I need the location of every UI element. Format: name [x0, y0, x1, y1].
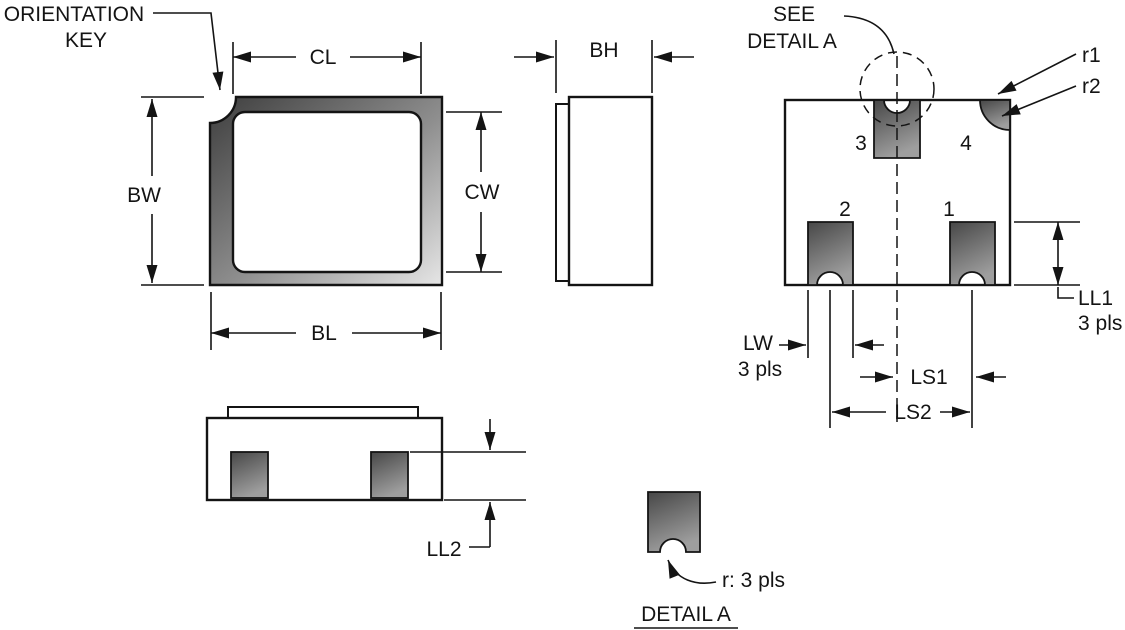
ll2-dimension: LL2 [410, 419, 526, 561]
pad-4-number: 4 [960, 132, 972, 155]
see-detail-callout: SEE DETAIL A [747, 3, 895, 55]
r2-leader-arrow [1001, 85, 1077, 117]
bl-dimension: BL [210, 292, 442, 350]
cw-label: CW [465, 181, 500, 204]
see-detail-label-line2: DETAIL A [747, 30, 837, 53]
orientation-key-callout: ORIENTATION KEY [4, 3, 224, 91]
pad-2-number: 2 [839, 198, 851, 221]
r1-leader-arrow [997, 53, 1077, 95]
detail-a-title: DETAIL A [641, 603, 731, 626]
see-detail-leader-line [843, 15, 895, 55]
see-detail-label-line1: SEE [773, 3, 815, 26]
cl-dimension: CL [232, 42, 422, 94]
front-view: LL2 [205, 406, 526, 561]
detail-a-radius-leader-arrow [667, 559, 717, 584]
bh-label: BH [589, 39, 618, 62]
lw-label: LW [743, 332, 773, 355]
package-lid-side [555, 103, 570, 282]
r1-callout: r1 [997, 44, 1101, 95]
r2-callout: r2 [1001, 75, 1101, 117]
ll2-label: LL2 [426, 538, 461, 561]
orientation-key-leader-arrow [153, 12, 224, 91]
orientation-key-label-line1: ORIENTATION [4, 3, 144, 26]
ls1-label: LS1 [910, 366, 947, 389]
bw-dimension: BW [127, 96, 204, 286]
ll1-leader-line [1057, 287, 1074, 299]
orientation-key-label-line2: KEY [65, 29, 107, 52]
lw-qty-label: 3 pls [738, 358, 782, 381]
ll1-qty-label: 3 pls [1078, 312, 1122, 335]
cl-label: CL [310, 46, 337, 69]
front-pad-left [230, 451, 269, 499]
r2-label: r2 [1082, 75, 1101, 98]
detail-a-pad-shape [647, 491, 701, 553]
front-pad-right [370, 451, 409, 499]
pad-2-shape [807, 221, 854, 286]
bw-label: BW [127, 184, 161, 207]
ls2-label: LS2 [894, 401, 931, 424]
top-view: ORIENTATION KEY CL BW CW [4, 3, 502, 350]
side-view: BH [514, 39, 694, 287]
lw-dimension: LW 3 pls [738, 290, 884, 381]
bl-label: BL [311, 322, 337, 345]
package-body-side [567, 95, 654, 287]
cw-dimension: CW [446, 111, 502, 273]
package-cavity [231, 110, 423, 274]
pad-1-number: 1 [943, 198, 955, 221]
pad-3-number: 3 [855, 132, 867, 155]
ll1-dimension: LL1 3 pls [1014, 221, 1122, 335]
detail-a-view: r: 3 pls DETAIL A [634, 491, 785, 629]
package-lid-front [227, 406, 419, 419]
r1-label: r1 [1082, 44, 1101, 67]
bh-dimension: BH [514, 39, 694, 93]
detail-a-radius-label: r: 3 pls [722, 569, 785, 592]
ls2-dimension: LS2 [829, 290, 973, 428]
detail-a-zoom-circle [859, 51, 935, 127]
pad-1-shape [949, 221, 996, 286]
ll1-label: LL1 [1078, 287, 1113, 310]
bottom-view: 3 4 2 1 SEE DETAIL A r1 r2 LL1 3 pls [738, 3, 1122, 428]
ls1-dimension: LS1 [860, 366, 1006, 389]
